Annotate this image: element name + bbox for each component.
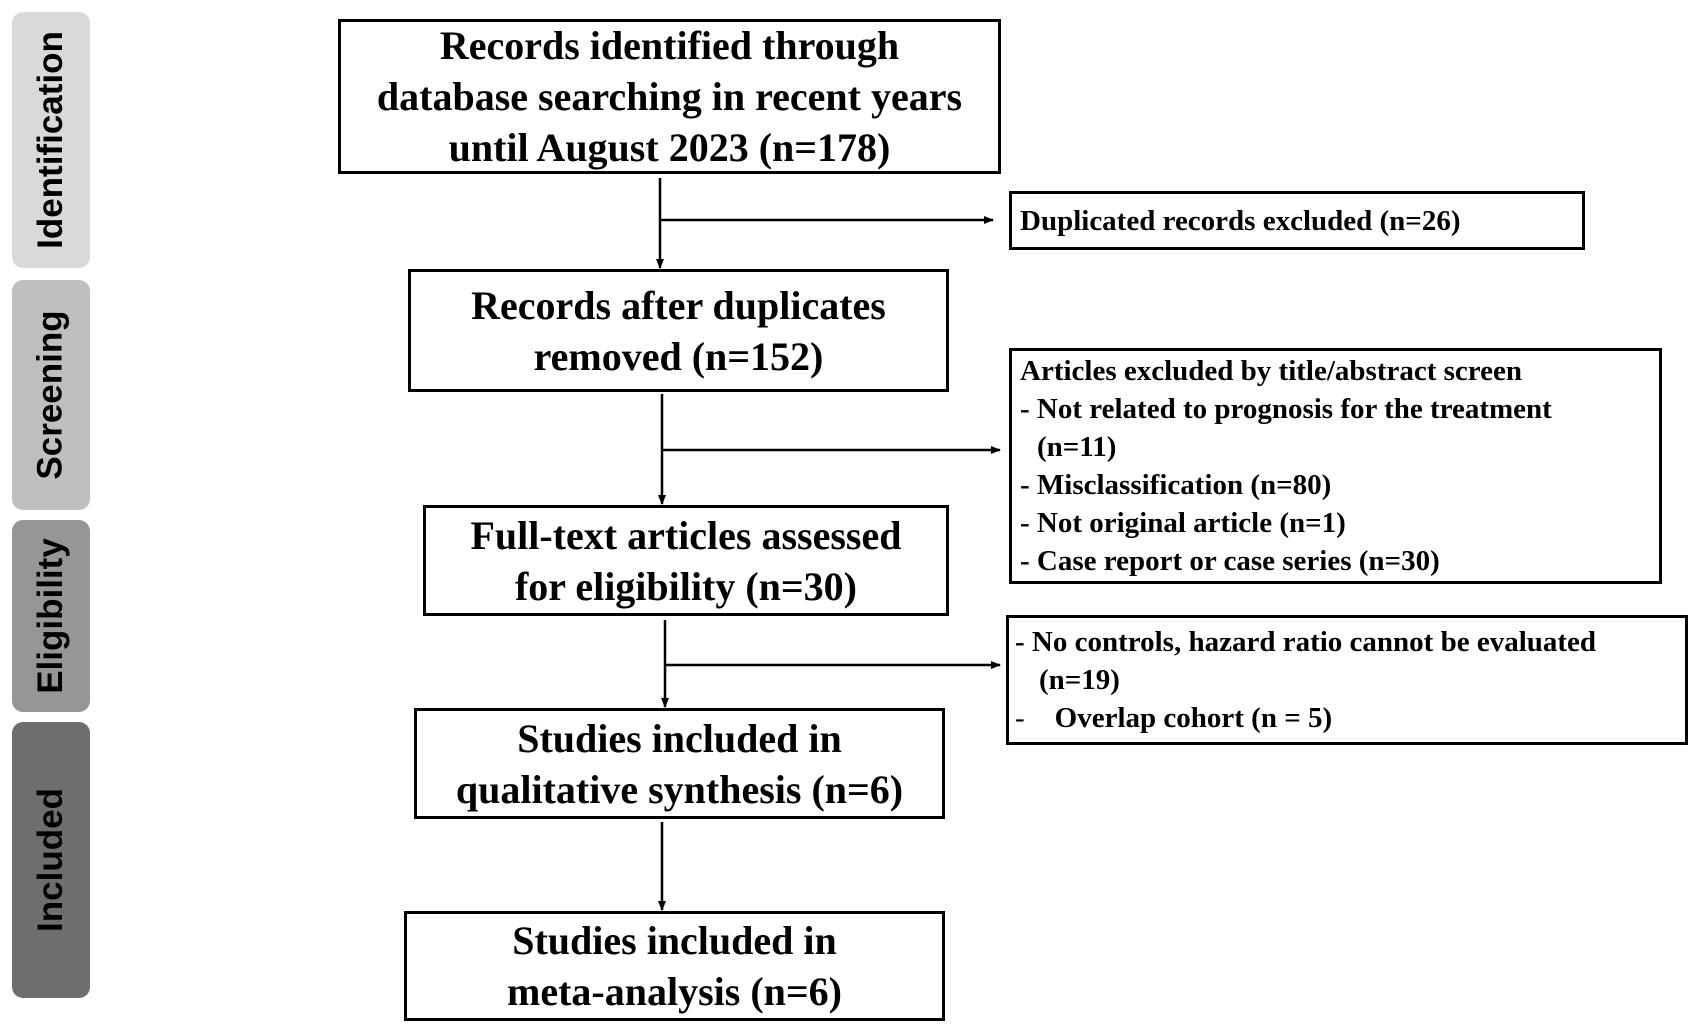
stage-identification: Identification xyxy=(12,12,90,268)
stage-included: Included xyxy=(12,722,90,998)
title-abstract-item-1-count: (n=11) xyxy=(1037,431,1117,463)
box-meta-analysis: Studies included in meta-analysis (n=6) xyxy=(404,911,945,1021)
box-title-abstract-excluded: Articles excluded by title/abstract scre… xyxy=(1009,348,1662,584)
box-records-identified: Records identified through database sear… xyxy=(338,19,1001,174)
eligibility-item-1: - No controls, hazard ratio cannot be ev… xyxy=(1015,626,1597,658)
box-qualitative-line2: qualitative synthesis (n=6) xyxy=(455,766,904,812)
box-full-text-line2: for eligibility (n=30) xyxy=(514,563,857,609)
box-records-identified-line3: until August 2023 (n=178) xyxy=(448,125,891,170)
box-records-identified-line2: database searching in recent years xyxy=(376,74,963,119)
title-abstract-heading: Articles excluded by title/abstract scre… xyxy=(1020,355,1523,387)
box-full-text-line1: Full-text articles assessed xyxy=(470,512,902,558)
box-records-identified-line1: Records identified through xyxy=(439,23,900,68)
title-abstract-item-1: - Not related to prognosis for the treat… xyxy=(1020,393,1552,425)
box-meta-line1: Studies included in xyxy=(512,918,837,963)
box-after-duplicates-line2: removed (n=152) xyxy=(533,333,824,379)
box-after-duplicates-line1: Records after duplicates xyxy=(471,282,886,328)
eligibility-item-2: -Overlap cohort (n = 5) xyxy=(1015,699,1596,737)
box-records-after-duplicates: Records after duplicates removed (n=152) xyxy=(408,269,949,392)
box-duplicates-excluded: Duplicated records excluded (n=26) xyxy=(1009,191,1585,250)
duplicates-excluded-text: Duplicated records excluded (n=26) xyxy=(1020,204,1461,237)
eligibility-item-2-text: Overlap cohort (n = 5) xyxy=(1054,702,1333,734)
stage-eligibility: Eligibility xyxy=(12,520,90,712)
box-eligibility-excluded: - No controls, hazard ratio cannot be ev… xyxy=(1006,615,1688,745)
box-qualitative-line1: Studies included in xyxy=(517,715,842,761)
box-full-text-assessed: Full-text articles assessed for eligibil… xyxy=(423,505,949,616)
stage-screening: Screening xyxy=(12,280,90,510)
eligibility-item-1-count: (n=19) xyxy=(1039,664,1120,696)
title-abstract-item-4: - Case report or case series (n=30) xyxy=(1020,545,1440,577)
title-abstract-item-3: - Not original article (n=1) xyxy=(1020,507,1346,539)
eligibility-item-2-dash: - xyxy=(1015,702,1025,734)
title-abstract-item-2: - Misclassification (n=80) xyxy=(1020,469,1332,501)
box-meta-line2: meta-analysis (n=6) xyxy=(507,969,842,1014)
box-qualitative-synthesis: Studies included in qualitative synthesi… xyxy=(414,708,945,819)
